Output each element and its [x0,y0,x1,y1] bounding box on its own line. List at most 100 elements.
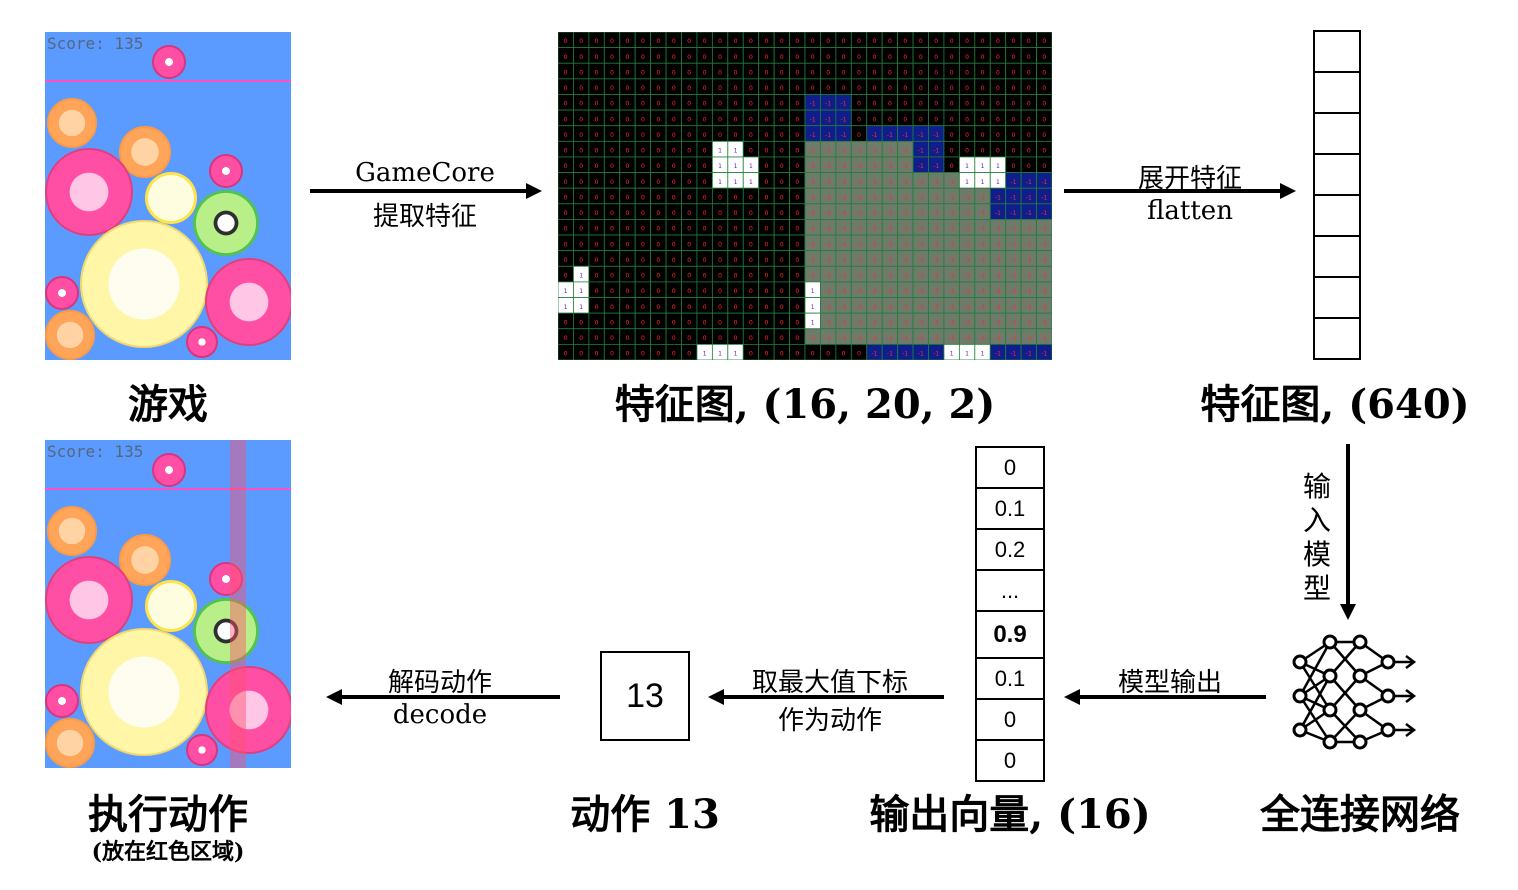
feature-cell-value: -1 [1010,273,1016,280]
feature-cell-value: -1 [933,319,939,326]
feature-cell-value: -1 [1010,288,1016,295]
feature-cell-value: 0 [626,179,630,186]
feature-cell-value: 0 [718,38,722,45]
feature-cell-value: -1 [810,132,816,139]
feature-cell-value: -1 [1041,319,1047,326]
feature-cell-value: 0 [687,273,691,280]
feature-cell-value: -1 [1010,194,1016,201]
output-cell: 0.2 [977,530,1043,571]
feature-cell-value: 0 [965,116,969,123]
feature-cell-value: -1 [810,226,816,233]
feature-cell-value: -1 [1010,319,1016,326]
feature-cell-value: 0 [780,148,784,155]
feature-cell-value: -1 [1026,335,1032,342]
feature-cell-value: 0 [687,210,691,217]
feature-cell-value: -1 [949,210,955,217]
feature-cell-value: 0 [626,54,630,61]
feature-cell-value: 1 [811,288,815,295]
feature-cell-value: 0 [780,116,784,123]
feature-cell-value: -1 [810,194,816,201]
feature-cell-value: 0 [687,38,691,45]
feature-cell-value: -1 [918,257,924,264]
feature-cell-value: -1 [825,257,831,264]
feature-cell-value: 0 [626,69,630,76]
feature-cell-value: -1 [918,210,924,217]
feature-cell-value: -1 [856,226,862,233]
feature-cell-value: 0 [826,54,830,61]
feature-cell-value: 0 [734,335,738,342]
feature-cell-value: 0 [1042,116,1046,123]
feature-cell-value: -1 [1010,210,1016,217]
feature-cell-value: 0 [656,148,660,155]
feature-cell-value: 0 [873,38,877,45]
feature-cell-value: 0 [626,257,630,264]
feature-cell-value: 0 [641,148,645,155]
feature-cell-value: 0 [1027,148,1031,155]
feature-cell-value: 0 [656,335,660,342]
feature-cell-value: -1 [980,210,986,217]
feature-cell-value: 0 [626,210,630,217]
feature-cell-value: 0 [595,194,599,201]
feature-cell-value: 0 [579,54,583,61]
neural-network-icon [1292,634,1417,750]
feature-cell-value: 0 [857,101,861,108]
feature-cell-value: -1 [933,179,939,186]
feature-cell-value: 0 [703,319,707,326]
fruit-berry [209,562,243,596]
feature-cell-value: -1 [1041,241,1047,248]
feature-cell-value: 0 [656,69,660,76]
feature-cell-value: -1 [902,179,908,186]
feature-cell-value: 0 [672,351,676,358]
feature-cell-value: -1 [1041,194,1047,201]
feature-cell-value: 0 [826,85,830,92]
feature-cell-value: -1 [1041,273,1047,280]
feature-cell-value: 0 [595,304,599,311]
feature-cell-value: -1 [949,304,955,311]
feature-cell-value: 0 [703,194,707,201]
arrow-label-flatten-2: flatten [1147,196,1233,226]
feature-cell-value: 0 [626,101,630,108]
feature-cell-value: 0 [579,194,583,201]
fruit-berry [186,326,218,358]
feature-cell-value: -1 [964,319,970,326]
feature-cell-value: 0 [996,85,1000,92]
feature-cell-value: 0 [641,335,645,342]
feature-cell-value: 0 [610,85,614,92]
feature-cell-value: 0 [795,288,799,295]
feature-cell-value: 0 [749,335,753,342]
feature-cell-value: -1 [856,257,862,264]
feature-cell-value: -1 [980,319,986,326]
feature-cell-value: 0 [595,163,599,170]
vector-cell [1315,319,1359,358]
fruit-lemon [145,580,197,632]
feature-cell-value: 0 [564,148,568,155]
feature-cell-value: 0 [734,116,738,123]
feature-cell-value: 0 [857,85,861,92]
feature-cell-value: 0 [780,54,784,61]
feature-cell-value: 0 [672,288,676,295]
output-cell-max: 0.9 [977,612,1043,659]
feature-cell-value: 0 [764,101,768,108]
feature-cell-value: 0 [1011,116,1015,123]
feature-cell-value: 0 [1011,69,1015,76]
feature-cell-value: 0 [610,226,614,233]
feature-cell-value: 0 [873,54,877,61]
feature-cell-value: 0 [610,69,614,76]
feature-cell-value: -1 [887,179,893,186]
feature-cell-value: 0 [795,54,799,61]
feature-cell-value: 1 [718,179,722,186]
feature-cell-value: 0 [610,116,614,123]
feature-cell-value: 0 [703,226,707,233]
feature-cell-value: 0 [873,85,877,92]
feature-cell-value: 0 [1042,132,1046,139]
feature-cell-value: 0 [641,163,645,170]
feature-cell-value: -1 [1041,179,1047,186]
feature-cell-value: 0 [626,163,630,170]
feature-cell-value: 0 [672,163,676,170]
feature-cell-value: 0 [903,69,907,76]
feature-cell-value: -1 [887,351,893,358]
feature-cell-value: 0 [764,38,768,45]
feature-cell-value: 0 [780,101,784,108]
feature-cell-value: 0 [718,101,722,108]
feature-cell-value: -1 [810,101,816,108]
